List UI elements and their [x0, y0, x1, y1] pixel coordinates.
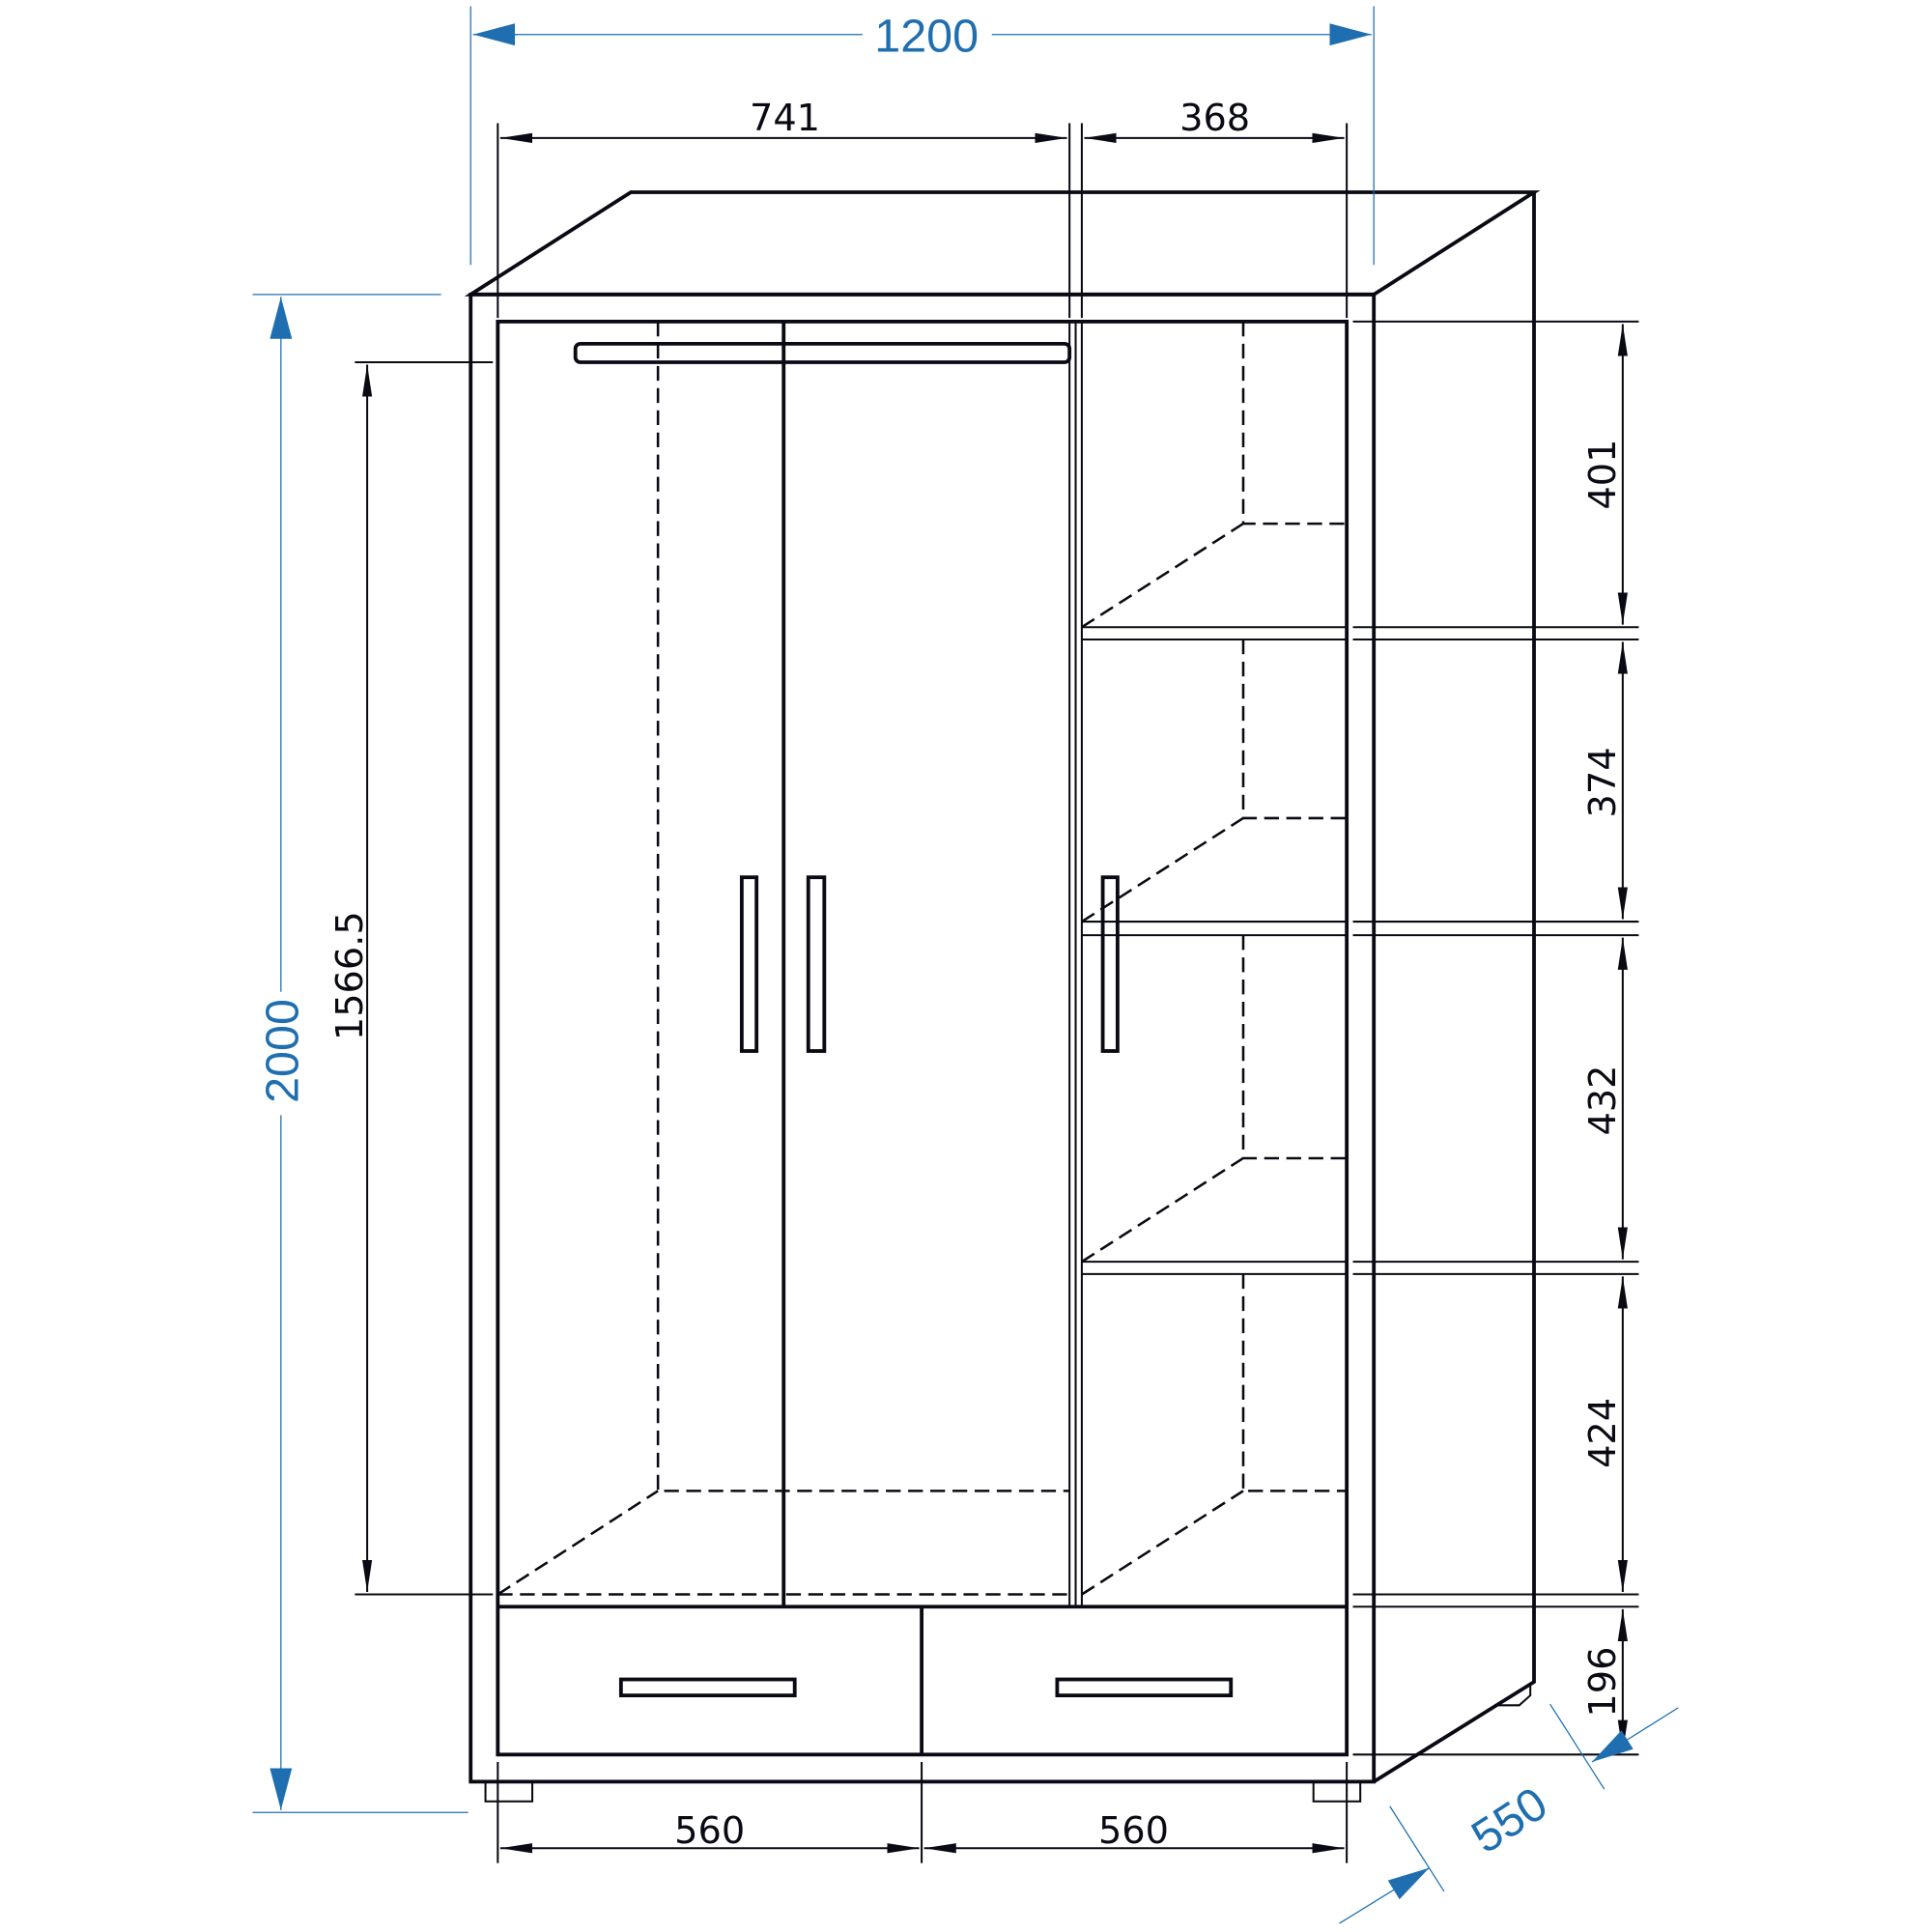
left-drawer-width-label: 560: [674, 1809, 745, 1853]
door-handle: [739, 875, 759, 1053]
door-handle: [1100, 875, 1120, 1053]
shelf-1-height-label: 401: [1581, 440, 1625, 510]
shelf-3-height-label: 432: [1581, 1065, 1625, 1136]
door-handle: [806, 875, 827, 1053]
right-drawer-width-label: 560: [1098, 1809, 1169, 1853]
foot: [484, 1780, 534, 1803]
overall-height-label: 2000: [257, 999, 309, 1103]
hanging-rail: [573, 341, 1072, 364]
shelf-2-height-label: 374: [1581, 747, 1625, 817]
drawer-handle: [1055, 1677, 1234, 1698]
wardrobe-body: [464, 190, 1541, 1803]
shelf-4-height-label: 424: [1581, 1398, 1625, 1468]
foot: [1312, 1780, 1362, 1803]
overall-width-label: 1200: [874, 11, 979, 63]
right-compartment-width-label: 368: [1179, 97, 1250, 140]
drawer-height-label: 196: [1581, 1647, 1625, 1718]
dimension-lines: [252, 6, 1679, 1924]
rail-height-label: 1566.5: [328, 911, 372, 1040]
left-compartment-width-label: 741: [750, 97, 820, 140]
overall-depth-label: 550: [1463, 1777, 1556, 1863]
drawer-handle: [618, 1677, 797, 1698]
